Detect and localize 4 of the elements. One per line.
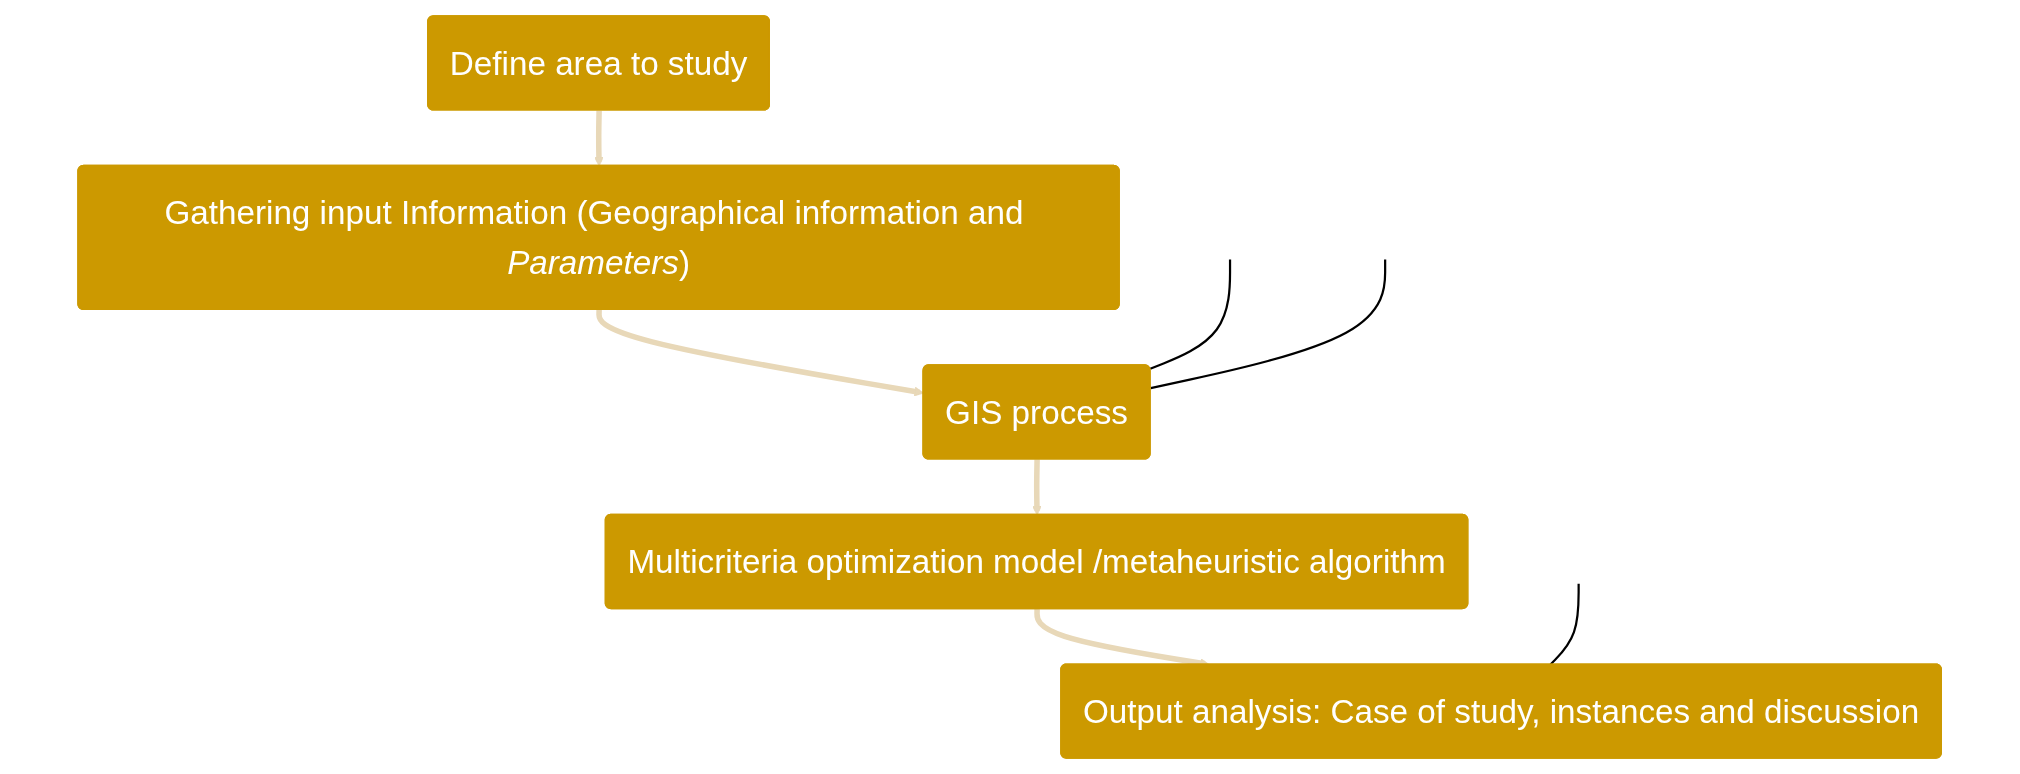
arrow [594, 110, 605, 167]
connector [1150, 259, 1232, 370]
connector [1150, 259, 1387, 390]
arrow [1032, 459, 1043, 516]
